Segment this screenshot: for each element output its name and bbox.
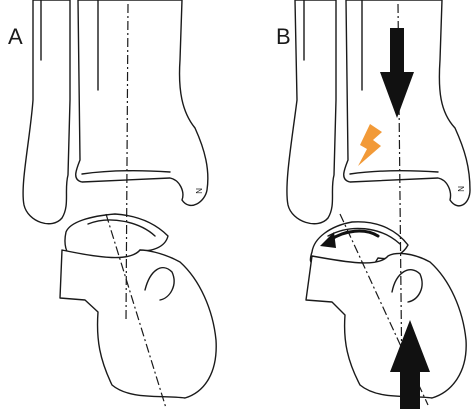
- panel-b-fibula: [287, 0, 336, 224]
- panel-a-calcaneus: [60, 250, 216, 398]
- panel-a-label: A: [8, 24, 23, 49]
- panel-a-tibia: [76, 0, 208, 205]
- panel-a: A N: [8, 0, 216, 408]
- panel-b-label: B: [276, 24, 291, 49]
- panel-a-small-mark: N: [194, 188, 203, 194]
- panel-b-calcaneus: [306, 254, 466, 398]
- panel-b-small-mark: N: [456, 186, 465, 192]
- panel-b: B N: [276, 0, 470, 409]
- panel-a-fibula: [23, 0, 70, 224]
